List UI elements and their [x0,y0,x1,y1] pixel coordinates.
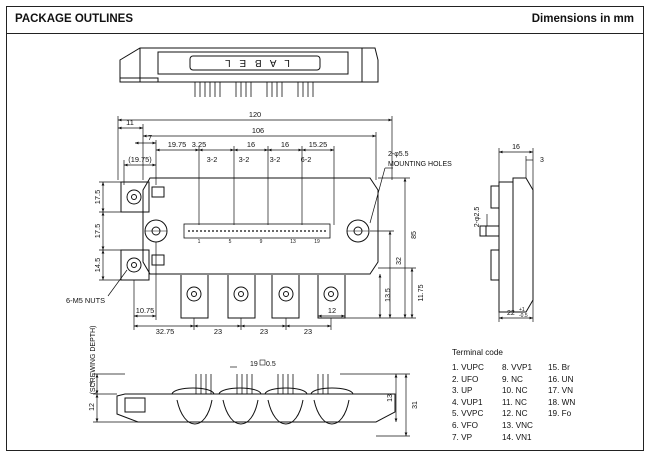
terminal-item: 7. VP [452,432,473,442]
terminal-code-title: Terminal code [452,348,503,357]
dim-19-front: 19 [250,361,258,368]
terminal-item: 12. NC [502,409,528,419]
terminal-item: 3. UP [452,386,473,396]
dim-31-front: 31 [412,401,419,409]
dim-85: 85 [411,231,418,239]
dim-13-front: 13 [387,394,394,402]
dim-12: 12 [328,306,336,315]
top-dim-labels: 120 11 106 7 19.75 3.25 16 16 15.25 (19.… [126,110,327,164]
dim-17-5b: 17.5 [93,224,102,238]
dim-0-5-front: 0.5 [266,361,276,368]
side-dimensions [486,148,534,322]
dim-22: 22 [507,310,515,317]
dim-3-25: 3.25 [192,140,206,149]
terminal-column-2: 8. VVP1 9. NC 10. NC 11. NC 12. NC 13. V… [502,362,533,443]
dim-106: 106 [252,126,264,135]
mounting-holes-label: MOUNTING HOLES [388,161,452,168]
dim-16a: 16 [247,140,255,149]
top-view [119,47,379,97]
terminal-item: 19. Fo [548,409,572,419]
terminal-item: 10. NC [502,386,528,396]
terminal-item: 15. Br [548,363,570,372]
dim-13-5: 13.5 [385,288,392,302]
dim-23a: 23 [214,327,222,336]
terminal-column-3: 15. Br 16. UN 17. VN 18. WN 19. Fo [548,362,575,420]
terminal-item: 8. VVP1 [502,363,533,372]
terminal-item: 18. WN [548,397,576,407]
tol-plus: +1 [519,307,525,313]
screwing-depth: (SCREWING DEPTH) [90,326,97,395]
dim-17-5a: 17.5 [93,190,102,204]
dim-7-front: 7 [89,382,93,389]
units-label: Dimensions in mm [531,13,634,25]
front-dimensions [93,366,410,437]
terminal-item: 4. VUP1 [452,397,483,407]
terminal-item: 14. VN1 [502,432,532,442]
nuts-label: 6-M5 NUTS [66,296,105,305]
pin-9: 9 [260,239,263,245]
terminal-item: 2. UFO [452,374,479,384]
dim-16-side: 16 [512,144,520,151]
dim-15-25: 15.25 [309,140,328,149]
tol-minus: -0.5 [519,313,528,319]
pin-dia: 2-φ2.5 [474,207,481,228]
dim-32-75: 32.75 [156,327,175,336]
square-symbol [259,359,266,366]
terminal-item: 11. NC [502,397,527,407]
dim-pitch-1: 3-2 [207,155,218,164]
dim-3-side: 3 [540,157,544,164]
terminal-item: 5. VVPC [452,409,484,419]
dim-32: 32 [396,257,403,265]
left-dim-labels: 17.5 17.5 14.5 [93,190,102,272]
bottom-dim-labels: 10.75 32.75 23 23 23 12 6-M5 NUTS [66,296,336,336]
dim-23b: 23 [260,327,268,336]
header-bar: PACKAGE OUTLINES Dimensions in mm [6,6,644,34]
dim-pitch-2: 3-2 [239,155,250,164]
pin-5: 5 [229,239,232,245]
terminal-item: 1. VUPC [452,363,484,372]
pin-19: 19 [314,239,320,245]
dim-19-75-ref: (19.75) [128,155,151,164]
dim-10-75: 10.75 [136,306,155,315]
dim-7: 7 [148,133,152,142]
dim-120: 120 [249,110,261,119]
label-text: L A B E L [222,57,290,68]
terminal-item: 16. UN [548,374,574,384]
bottom-dimensions [107,242,345,330]
page-title: PACKAGE OUTLINES [15,13,133,25]
terminal-item: 17. VN [548,386,574,396]
dim-16b: 16 [281,140,289,149]
plan-view [120,177,379,319]
right-dimensions [345,167,416,319]
pin-numbers: 1 5 9 13 19 [198,239,320,245]
pin-13: 13 [290,239,296,245]
dim-pitch-3: 3-2 [270,155,281,164]
terminal-item: 6. VFO [452,420,478,430]
dim-11: 11 [126,118,134,127]
dim-12-front: 12 [89,403,96,411]
drawing-frame [6,6,644,451]
dim-14-5: 14.5 [93,258,102,272]
left-dimensions [99,181,121,281]
dim-pitch-4: 6-2 [301,155,312,164]
side-view [479,177,534,313]
dim-11-75: 11.75 [418,284,425,301]
terminal-column-1: 1. VUPC 2. UFO 3. UP 4. VUP1 5. VVPC 6. … [452,362,484,443]
front-view [116,374,396,425]
front-dim-labels: (SCREWING DEPTH) 7 12 19 0.5 13 31 [89,326,419,411]
dim-23c: 23 [304,327,312,336]
terminal-item: 13. VNC [502,420,533,430]
dim-19-75: 19.75 [168,140,187,149]
pin-1: 1 [198,239,201,245]
side-dim-labels: 16 3 2-φ2.5 22 +1 -0.5 [474,144,544,319]
right-dim-labels: 2-φ5.5 MOUNTING HOLES 85 32 11.75 13.5 [385,151,452,302]
terminal-item: 9. NC [502,374,523,384]
terminal-code-table: Terminal code 1. VUPC 2. UFO 3. UP 4. VU… [452,347,575,442]
mounting-hole-dia: 2-φ5.5 [388,151,409,158]
